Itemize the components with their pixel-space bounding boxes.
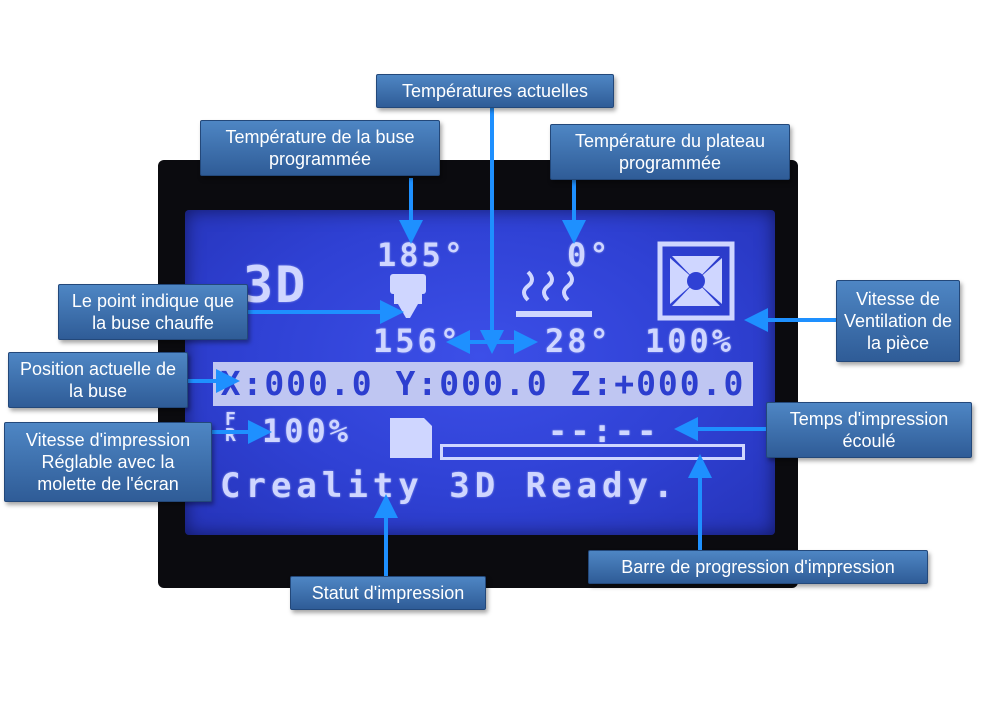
callout-heating-dot: Le point indique que la buse chauffe bbox=[58, 284, 248, 340]
callout-progress-bar: Barre de progression d'impression bbox=[588, 550, 928, 584]
creality-3d-logo: 3D bbox=[243, 256, 308, 314]
callout-current-temps: Températures actuelles bbox=[376, 74, 614, 108]
progress-bar bbox=[440, 444, 745, 460]
nozzle-target-temp: 185° bbox=[377, 236, 467, 274]
print-status: Creality 3D Ready. bbox=[220, 466, 679, 506]
callout-nozzle-target: Température de la buse programmée bbox=[200, 120, 440, 176]
nozzle-current-temp: 156° bbox=[373, 322, 463, 360]
callout-bed-target: Température du plateau programmée bbox=[550, 124, 790, 180]
callout-print-speed: Vitesse d'impression Réglable avec la mo… bbox=[4, 422, 212, 502]
position-bar bbox=[213, 362, 753, 406]
feedrate-value: 100% bbox=[262, 412, 352, 450]
nozzle-position: X:000.0 Y:000.0 Z:+000.0 bbox=[220, 364, 746, 403]
bed-current-temp: 28° bbox=[545, 322, 612, 360]
elapsed-time: --:-- bbox=[548, 412, 660, 450]
feedrate-label: FR bbox=[225, 409, 236, 446]
fan-speed-value: 100% bbox=[645, 322, 735, 360]
callout-status: Statut d'impression bbox=[290, 576, 486, 610]
callout-position: Position actuelle de la buse bbox=[8, 352, 188, 408]
bed-target-temp: 0° bbox=[567, 236, 612, 274]
callout-fan-speed: Vitesse de Ventilation de la pièce bbox=[836, 280, 960, 362]
callout-elapsed-time: Temps d'impression écoulé bbox=[766, 402, 972, 458]
